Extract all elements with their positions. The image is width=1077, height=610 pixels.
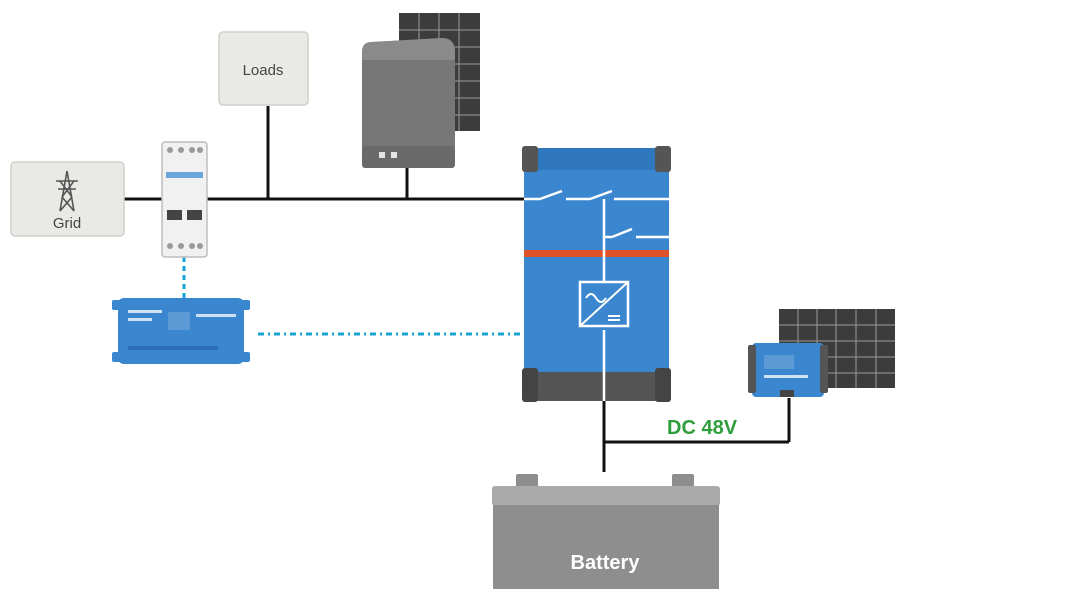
dc-bus-label: DC 48V — [667, 417, 738, 439]
loads-node: Loads — [218, 31, 309, 106]
ac-wiring — [124, 106, 524, 201]
battery-label: Battery — [571, 552, 641, 574]
loads-label: Loads — [243, 62, 284, 79]
pv-inverter-icon — [362, 38, 455, 168]
dc-wiring — [602, 398, 791, 472]
inverter-charger-icon — [522, 146, 671, 402]
mppt-charge-controller-icon — [748, 343, 828, 397]
transmission-tower-icon — [56, 170, 78, 212]
grid-node: Grid — [10, 161, 125, 237]
grid-label: Grid — [53, 215, 81, 232]
gx-controller-icon — [112, 298, 250, 364]
energy-meter-icon — [161, 141, 208, 258]
comm-links — [182, 257, 520, 336]
battery-node: Battery — [492, 474, 720, 589]
